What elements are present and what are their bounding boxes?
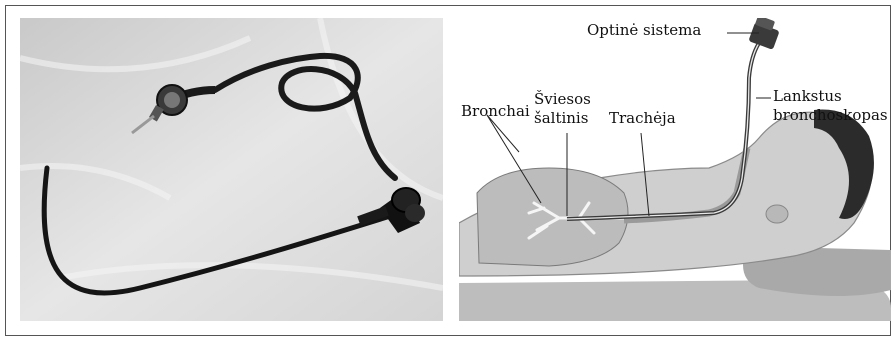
label-trachea: Trachėja — [609, 110, 676, 127]
label-flexible-bronchoscope-1: Lankstus — [773, 88, 842, 105]
eyepiece — [748, 18, 779, 50]
bronchoscopy-illustration: Optinė sistema Lankstus bronchoskopas Br… — [459, 18, 891, 321]
label-flexible-bronchoscope-2: bronchoskopas — [773, 107, 888, 124]
label-light-source-1: Šviesos — [534, 91, 591, 108]
bronchoscope-photo — [20, 18, 443, 321]
label-light-source-2: šaltinis — [534, 110, 588, 127]
label-bronchi: Bronchai — [461, 103, 530, 120]
label-optical-system: Optinė sistema — [587, 22, 701, 39]
